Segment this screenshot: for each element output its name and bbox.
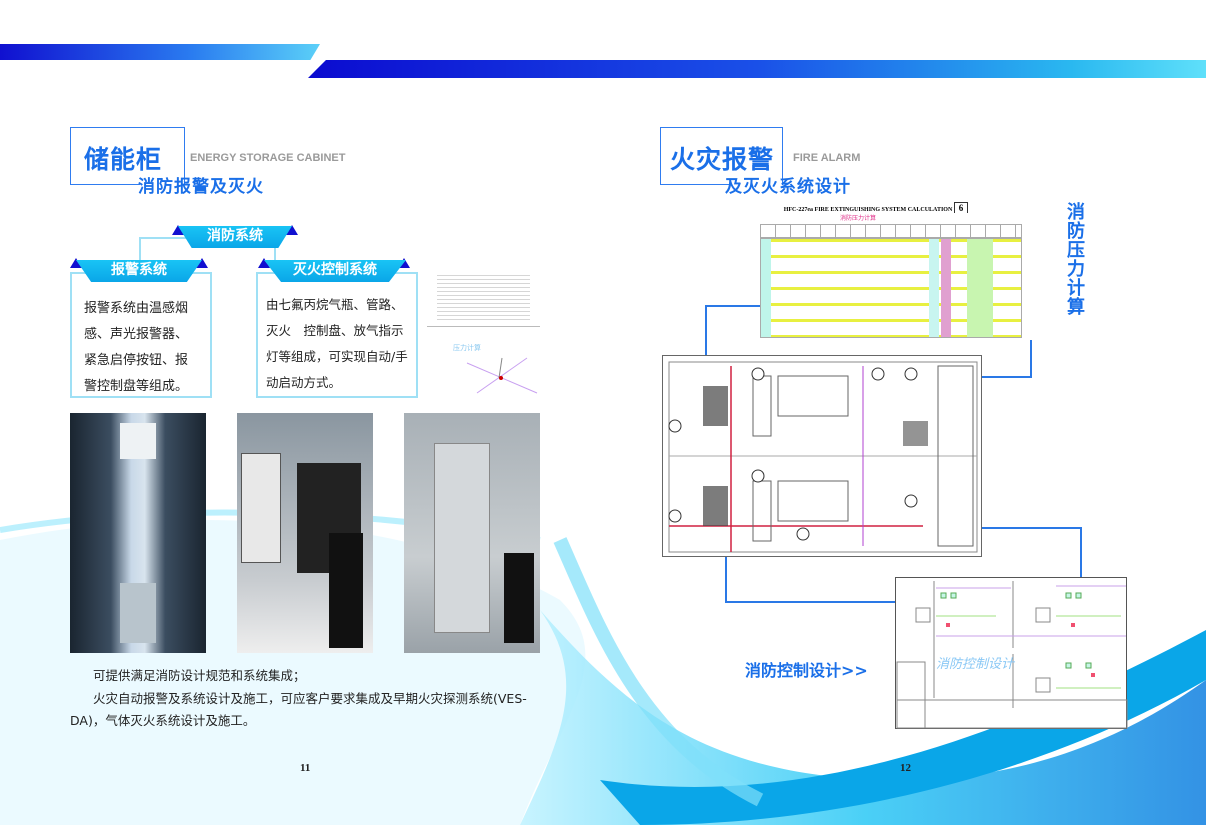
connector-line bbox=[982, 376, 1032, 378]
alarm-system-label: 报警系统 bbox=[76, 260, 202, 282]
connector-line bbox=[705, 305, 760, 307]
tab-corner bbox=[196, 258, 208, 268]
calc-table-image: HFC-227ea FIRE EXTINGUISHING SYSTEM CALC… bbox=[760, 202, 1022, 341]
control-watermark: 消防控制设计 bbox=[936, 657, 1015, 672]
page-number: 12 bbox=[900, 762, 911, 774]
top-banner-right bbox=[308, 60, 1206, 78]
calc-image: 压力计算 bbox=[427, 270, 540, 400]
alarm-system-text: 报警系统由温感烟感、声光报警器、紧急启停按钮、报警控制盘等组成。 bbox=[84, 301, 189, 394]
tab-corner bbox=[286, 225, 298, 235]
connector-line bbox=[725, 601, 895, 603]
page-title-en: FIRE ALARM bbox=[793, 152, 861, 164]
page-subtitle: 及灭火系统设计 bbox=[725, 177, 851, 197]
intro-paragraph-2: 火灾自动报警及系统设计及施工，可应客户要求集成及早期火灾探测系统(VES-DA)… bbox=[70, 688, 545, 732]
extinguish-system-box: 由七氟丙烷气瓶、管路、灭火 控制盘、放气指示灯等组成，可实现自动/手动启动方式。 bbox=[256, 272, 418, 398]
control-design-label: 消防控制设计>> bbox=[745, 661, 868, 680]
vertical-label: 消防压力计算 bbox=[1067, 202, 1085, 318]
page-title: 储能柜 bbox=[84, 145, 163, 174]
table-badge: 6 bbox=[953, 202, 969, 213]
tab-corner bbox=[172, 225, 184, 235]
connector-line bbox=[705, 305, 707, 355]
photo-cabinet-door bbox=[404, 413, 540, 653]
control-design-image: 消防控制设计 bbox=[895, 577, 1128, 729]
tab-corner bbox=[70, 258, 82, 268]
tab-corner bbox=[398, 258, 410, 268]
page-number: 11 bbox=[300, 762, 311, 774]
table-title: HFC-227ea FIRE EXTINGUISHING SYSTEM CALC… bbox=[783, 207, 953, 213]
page-title-en: ENERGY STORAGE CABINET bbox=[190, 152, 346, 164]
extinguish-system-label: 灭火控制系统 bbox=[264, 260, 406, 282]
calc-caption: 压力计算 bbox=[453, 344, 481, 352]
connector-line bbox=[982, 527, 1082, 529]
photo-control-panel bbox=[237, 413, 373, 653]
tab-corner bbox=[258, 258, 270, 268]
table-subtitle: 消防压力计算 bbox=[840, 215, 877, 222]
title-frame bbox=[659, 127, 783, 185]
alarm-system-box: 报警系统由温感烟感、声光报警器、紧急启停按钮、报警控制盘等组成。 bbox=[70, 272, 212, 398]
connector-line bbox=[1080, 527, 1082, 577]
connector-line bbox=[725, 557, 727, 602]
page-subtitle: 消防报警及灭火 bbox=[138, 177, 264, 197]
floor-plan-image bbox=[662, 355, 982, 557]
intro-paragraph-1: 可提供满足消防设计规范和系统集成； bbox=[93, 668, 306, 683]
tree-root-label: 消防系统 bbox=[178, 226, 292, 248]
extinguish-system-text: 由七氟丙烷气瓶、管路、灭火 控制盘、放气指示灯等组成，可实现自动/手动启动方式。 bbox=[266, 297, 408, 390]
connector-line bbox=[1030, 340, 1032, 378]
page-title: 火灾报警 bbox=[670, 145, 775, 174]
top-banner-left bbox=[0, 44, 320, 60]
intro-paragraph-2-text: 火灾自动报警及系统设计及施工，可应客户要求集成及早期火灾探测系统(VES-DA)… bbox=[70, 691, 527, 728]
photo-cabinet-interior bbox=[70, 413, 206, 653]
title-frame bbox=[69, 127, 185, 185]
